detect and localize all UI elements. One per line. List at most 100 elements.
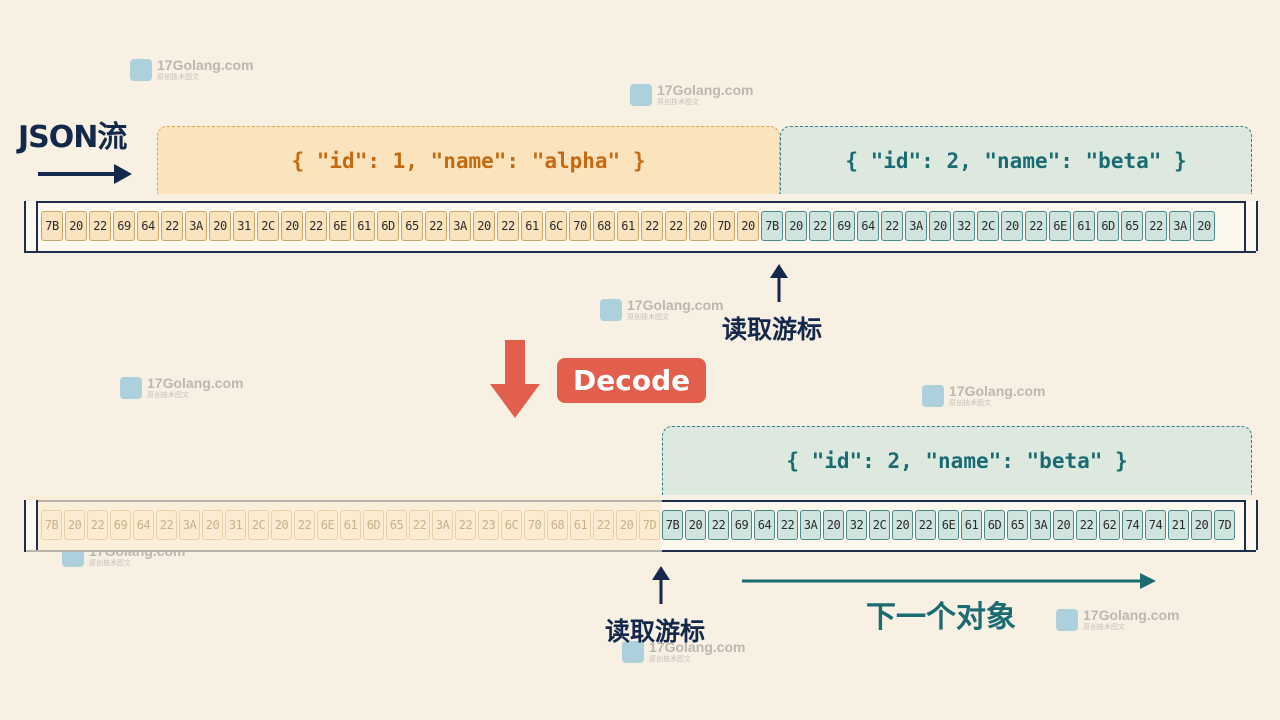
stream-label: JSON流 xyxy=(18,120,127,155)
watermark-logo-icon xyxy=(630,83,652,106)
byte-cell: 31 xyxy=(225,510,246,540)
byte-cell: 6C xyxy=(545,211,567,241)
object-text-next: { "id": 2, "name": "beta" } xyxy=(786,449,1128,473)
tape-cap-left xyxy=(24,201,38,251)
byte-cell: 69 xyxy=(833,211,855,241)
byte-cell: 6E xyxy=(329,211,351,241)
byte-cell: 22 xyxy=(409,510,430,540)
byte-cell: 70 xyxy=(569,211,591,241)
byte-cell: 3A xyxy=(905,211,927,241)
byte-cell: 32 xyxy=(953,211,975,241)
byte-cell: 22 xyxy=(161,211,183,241)
watermark-text: 17Golang.com xyxy=(627,297,724,313)
object-text-second: { "id": 2, "name": "beta" } xyxy=(845,148,1187,173)
object-box-next: { "id": 2, "name": "beta" } xyxy=(662,426,1252,495)
byte-cell: 20 xyxy=(209,211,231,241)
byte-cell: 2C xyxy=(869,510,890,540)
byte-cell: 22 xyxy=(156,510,177,540)
stream-direction-arrow-icon xyxy=(38,164,132,184)
byte-cell: 22 xyxy=(455,510,476,540)
byte-cell: 6E xyxy=(1049,211,1071,241)
watermark-text: 17Golang.com xyxy=(949,383,1046,399)
byte-cell: 7D xyxy=(713,211,735,241)
byte-cell: 20 xyxy=(64,510,85,540)
byte-cell: 64 xyxy=(133,510,154,540)
byte-cell: 3A xyxy=(432,510,453,540)
byte-cell: 62 xyxy=(1099,510,1120,540)
byte-cell: 7B xyxy=(41,211,63,241)
byte-cell: 22 xyxy=(915,510,936,540)
byte-cell: 61 xyxy=(1073,211,1095,241)
byte-cell: 7D xyxy=(1214,510,1235,540)
byte-cell: 20 xyxy=(1001,211,1023,241)
cursor-arrow-icon xyxy=(652,566,670,604)
byte-cell: 6C xyxy=(501,510,522,540)
watermark-subtext: 原创技术图文 xyxy=(949,399,991,407)
byte-cell: 22 xyxy=(305,211,327,241)
byte-cell: 3A xyxy=(179,510,200,540)
byte-cell: 65 xyxy=(386,510,407,540)
byte-cell: 61 xyxy=(340,510,361,540)
byte-cell: 7B xyxy=(761,211,783,241)
byte-cell: 64 xyxy=(857,211,879,241)
byte-cell: 22 xyxy=(809,211,831,241)
byte-cell: 6E xyxy=(938,510,959,540)
tape-cap-right xyxy=(1244,201,1258,251)
byte-cell: 20 xyxy=(737,211,759,241)
watermark-subtext: 原创技术图文 xyxy=(1083,623,1125,631)
tape-cap-right xyxy=(1244,500,1258,550)
byte-cell: 22 xyxy=(777,510,798,540)
byte-cell: 6E xyxy=(317,510,338,540)
watermark-text: 17Golang.com xyxy=(649,639,746,655)
byte-cell: 3A xyxy=(185,211,207,241)
byte-cell: 64 xyxy=(137,211,159,241)
watermark-text: 17Golang.com xyxy=(147,375,244,391)
byte-cell: 6D xyxy=(1097,211,1119,241)
byte-cell: 20 xyxy=(892,510,913,540)
byte-cell: 22 xyxy=(593,510,614,540)
read-cursor-label-bottom: 读取游标 xyxy=(605,617,706,646)
byte-cell: 65 xyxy=(1007,510,1028,540)
byte-cell: 61 xyxy=(617,211,639,241)
byte-cell: 22 xyxy=(497,211,519,241)
watermark-text: 17Golang.com xyxy=(1083,607,1180,623)
byte-cell: 6D xyxy=(377,211,399,241)
byte-cell: 68 xyxy=(593,211,615,241)
byte-cell: 22 xyxy=(881,211,903,241)
byte-cell: 20 xyxy=(281,211,303,241)
byte-cell: 69 xyxy=(731,510,752,540)
byte-cell: 20 xyxy=(823,510,844,540)
byte-cell: 7B xyxy=(662,510,683,540)
byte-cell: 74 xyxy=(1122,510,1143,540)
byte-cell: 65 xyxy=(1121,211,1143,241)
byte-cell: 22 xyxy=(665,211,687,241)
watermark-text: 17Golang.com xyxy=(157,57,254,73)
watermark-subtext: 原创技术图文 xyxy=(89,559,131,567)
byte-cell: 22 xyxy=(641,211,663,241)
byte-cell: 7D xyxy=(639,510,660,540)
watermark-logo-icon xyxy=(120,376,142,399)
byte-cell: 31 xyxy=(233,211,255,241)
byte-cell: 65 xyxy=(401,211,423,241)
byte-cell: 23 xyxy=(478,510,499,540)
byte-cell: 2C xyxy=(977,211,999,241)
byte-cell: 21 xyxy=(1168,510,1189,540)
watermark-subtext: 原创技术图文 xyxy=(147,391,189,399)
byte-cell: 3A xyxy=(800,510,821,540)
byte-cell: 20 xyxy=(271,510,292,540)
watermark-subtext: 原创技术图文 xyxy=(627,313,669,321)
byte-cell: 22 xyxy=(1145,211,1167,241)
next-object-arrow-icon xyxy=(742,573,1156,589)
byte-cell: 22 xyxy=(294,510,315,540)
byte-cell: 6D xyxy=(984,510,1005,540)
next-object-label: 下一个对象 xyxy=(866,600,1016,635)
byte-cell: 20 xyxy=(616,510,637,540)
byte-cell: 69 xyxy=(113,211,135,241)
tape-cap-left xyxy=(24,500,38,550)
